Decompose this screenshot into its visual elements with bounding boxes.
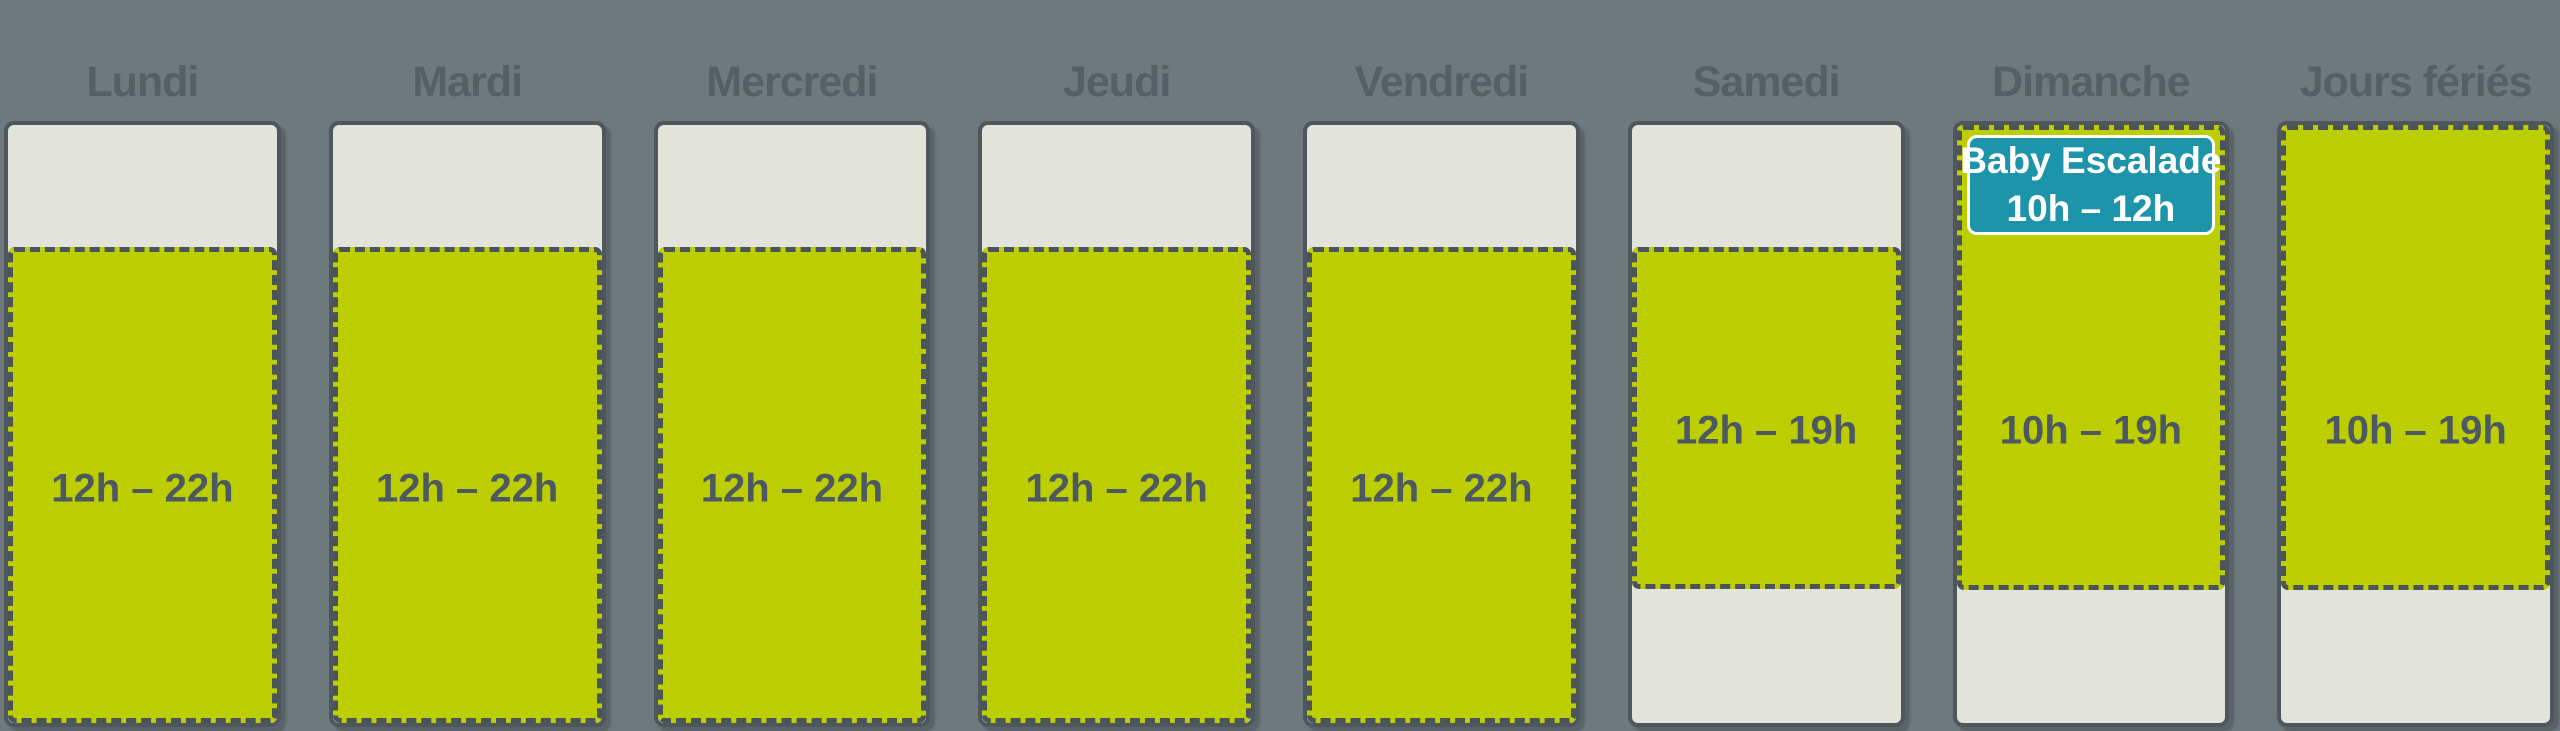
day-title: Mercredi — [706, 58, 878, 106]
open-hours-block — [8, 247, 277, 723]
baby-escalade-badge: Baby Escalade 10h – 12h — [1960, 135, 2221, 235]
open-hours-block — [332, 247, 602, 723]
day-column-samedi: Samedi 12h – 19h — [1627, 0, 1905, 727]
day-column-lundi: Lundi 12h – 22h — [4, 0, 281, 727]
hours-label: 12h – 22h — [1350, 466, 1533, 511]
day-column-mardi: Mardi 12h – 22h — [328, 0, 606, 727]
day-panel: 12h – 19h — [1627, 121, 1905, 727]
open-hours-block — [1631, 247, 1901, 589]
day-column-dimanche: Dimanche Baby Escalade 10h – 12h 10h – 1… — [1952, 0, 2230, 727]
day-column-jeudi: Jeudi 12h – 22h — [978, 0, 1255, 727]
open-hours-block: Baby Escalade 10h – 12h — [1956, 125, 2226, 590]
day-title: Jeudi — [1062, 58, 1171, 106]
day-panel: 12h – 22h — [653, 121, 931, 727]
day-panel: 12h – 22h — [4, 121, 281, 727]
day-panel: 12h – 22h — [1303, 121, 1580, 727]
day-column-vendredi: Vendredi 12h – 22h — [1303, 0, 1580, 727]
hours-label: 10h – 19h — [2324, 408, 2507, 453]
open-hours-block — [982, 247, 1251, 723]
day-title: Samedi — [1692, 58, 1841, 106]
day-panel: 10h – 19h — [2277, 121, 2554, 727]
badge-title: Baby Escalade — [1960, 140, 2222, 181]
badge-hours: 10h – 12h — [2006, 188, 2176, 229]
day-column-mercredi: Mercredi 12h – 22h — [653, 0, 931, 727]
day-panel: Baby Escalade 10h – 12h 10h – 19h — [1952, 121, 2230, 727]
day-title: Mardi — [412, 58, 523, 106]
hours-label: 12h – 22h — [375, 466, 559, 511]
day-columns-row: Lundi 12h – 22h Mardi 12h – 22h Mercredi… — [4, 0, 2554, 727]
day-panel: 12h – 22h — [328, 121, 606, 727]
hours-label: 12h – 22h — [700, 466, 884, 511]
day-title: Dimanche — [1992, 58, 2191, 106]
open-hours-block — [2281, 125, 2550, 590]
day-column-jours-feries: Jours fériés 10h – 19h — [2277, 0, 2554, 727]
day-title: Vendredi — [1354, 58, 1530, 106]
day-title: Lundi — [86, 58, 199, 106]
open-hours-block — [1307, 247, 1576, 723]
open-hours-block — [657, 247, 927, 723]
hours-label: 12h – 22h — [51, 466, 234, 511]
hours-label: 12h – 19h — [1674, 408, 1858, 453]
hours-label: 12h – 22h — [1025, 466, 1208, 511]
day-panel: 12h – 22h — [978, 121, 1255, 727]
hours-label: 10h – 19h — [1999, 408, 2183, 453]
day-title: Jours fériés — [2299, 58, 2533, 106]
